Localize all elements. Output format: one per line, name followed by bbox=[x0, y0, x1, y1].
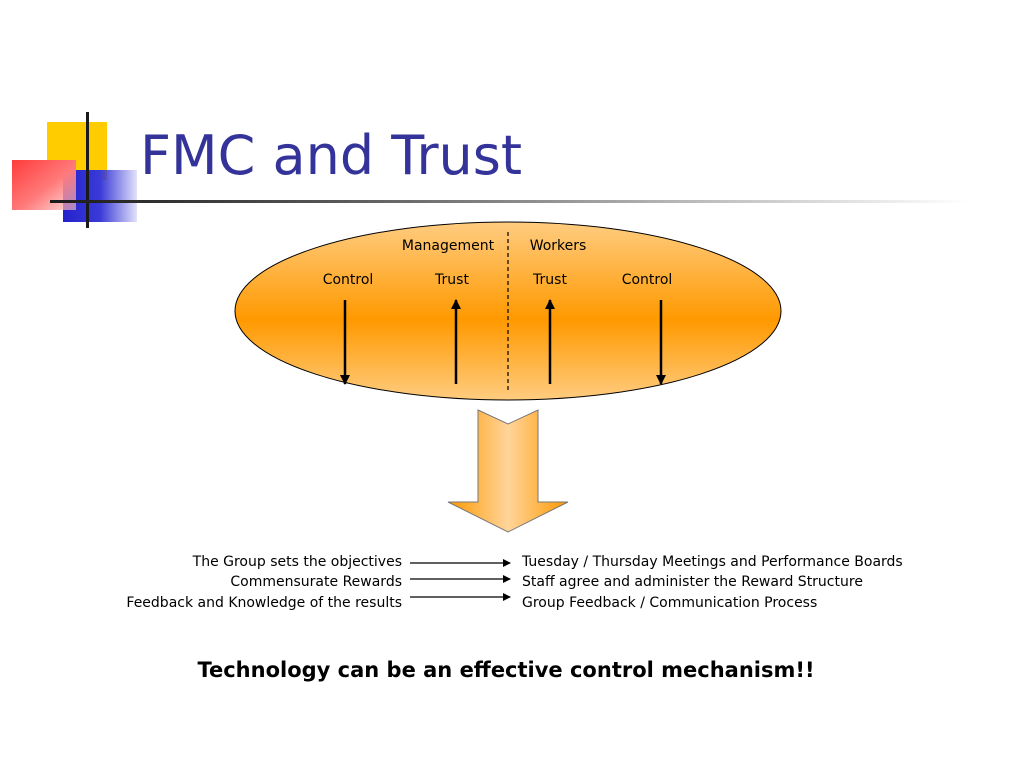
title-underline bbox=[50, 200, 970, 203]
mapping-to-2: Staff agree and administer the Reward St… bbox=[522, 574, 863, 590]
conclusion-text: Technology can be an effective control m… bbox=[197, 658, 815, 682]
flow-label-management-trust: Trust bbox=[435, 272, 469, 288]
flow-label-workers-control: Control bbox=[621, 272, 673, 288]
flow-label-workers-trust: Trust bbox=[533, 272, 567, 288]
group-label-management: Management bbox=[401, 238, 495, 254]
decor-vertical-line bbox=[86, 112, 89, 228]
group-label-workers: Workers bbox=[529, 238, 587, 254]
mapping-from-3: Feedback and Knowledge of the results bbox=[126, 595, 402, 611]
mapping-from-2: Commensurate Rewards bbox=[230, 574, 402, 590]
mapping-from-1: The Group sets the objectives bbox=[192, 554, 402, 570]
mapping-to-1: Tuesday / Thursday Meetings and Performa… bbox=[522, 554, 903, 570]
mapping-to-3: Group Feedback / Communication Process bbox=[522, 595, 818, 611]
block-down-arrow bbox=[447, 409, 569, 533]
page-title: FMC and Trust bbox=[140, 124, 523, 187]
flow-label-management-control: Control bbox=[322, 272, 374, 288]
